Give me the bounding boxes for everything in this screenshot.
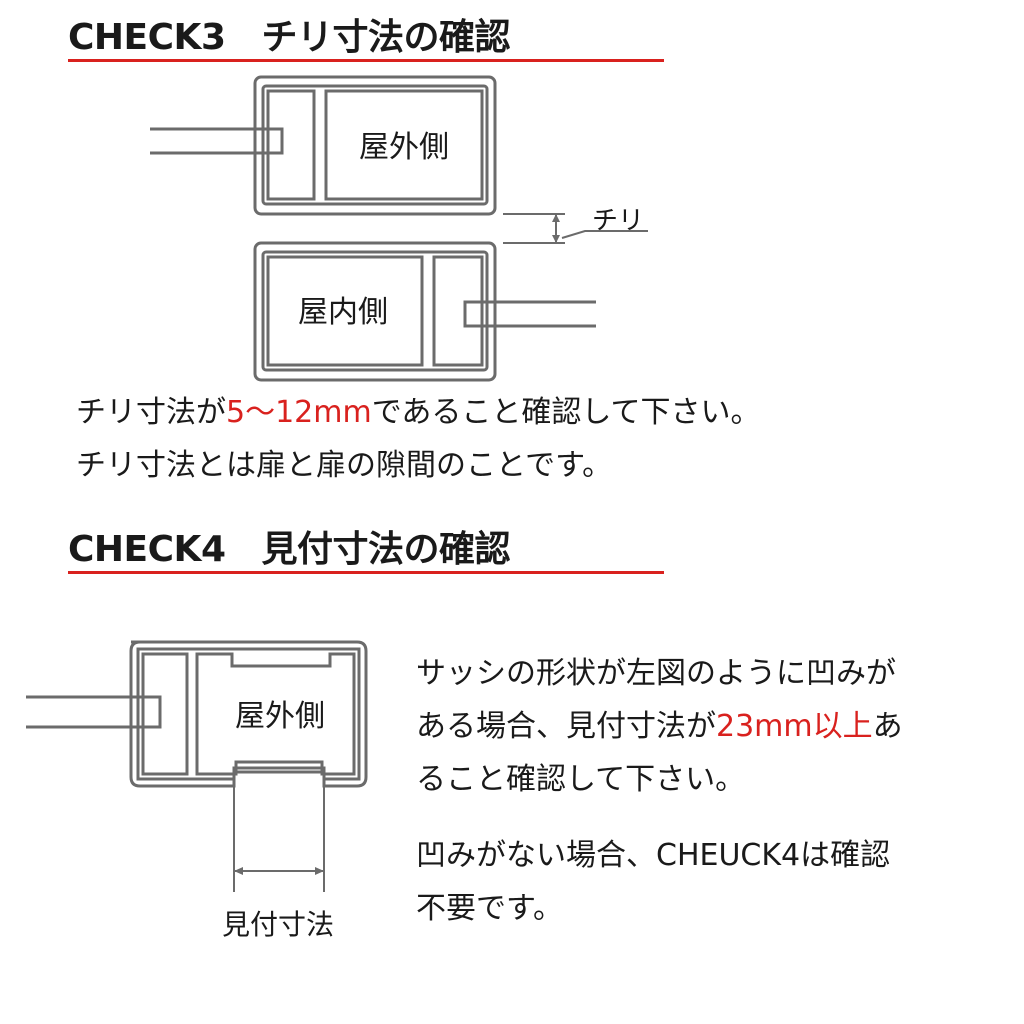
check4-title-underline: [68, 571, 664, 574]
check3-desc-line1-suffix: であること確認して下さい。: [371, 395, 761, 430]
check3-diagram: 屋外側 屋内側 チリ: [150, 75, 648, 382]
outdoor-frame-outer: [253, 75, 497, 216]
indoor-frame-outer: [253, 241, 497, 382]
check3-title-number: CHECK3: [68, 17, 226, 58]
outdoor-side-panel: [266, 89, 316, 201]
check4-desc-line4: 凹みがない場合、CHEUCK4は確認: [416, 838, 891, 873]
check4-note: 凹みがない場合、CHEUCK4は確認 不要です。: [416, 829, 890, 935]
mitsuke-label: 見付寸法: [222, 908, 334, 941]
check3-chiri-range: 5〜12mm: [226, 395, 372, 430]
check4-desc-line1: サッシの形状が左図のように凹みが: [416, 656, 896, 691]
check4-diagram: 屋外側 見付寸法: [26, 640, 368, 941]
sash-glass-panel: [195, 652, 356, 776]
mitsuke-arrow-left: [234, 867, 243, 875]
check4-description: サッシの形状が左図のように凹みが ある場合、見付寸法が23mm以上あ ること確認…: [416, 647, 903, 806]
check3-description: チリ寸法が5〜12mmであること確認して下さい。 チリ寸法とは扉と扉の隙間のこと…: [76, 386, 761, 492]
check3-title: CHECK3 チリ寸法の確認: [68, 17, 511, 58]
outdoor-frame-inner: [261, 84, 489, 206]
check3-title-text: チリ寸法の確認: [261, 17, 511, 58]
check4-desc-line2-prefix: ある場合、見付寸法が: [416, 709, 716, 744]
check4-title-text: 見付寸法の確認: [261, 529, 511, 570]
outdoor-glass-panel: [324, 89, 484, 201]
check4-desc-line3: ること確認して下さい。: [416, 762, 746, 797]
check3-title-underline: [68, 59, 664, 62]
sash-side-panel: [141, 652, 189, 776]
check4-outdoor-label: 屋外側: [235, 699, 325, 734]
indoor-side-panel: [432, 255, 484, 367]
outdoor-label: 屋外側: [359, 130, 449, 165]
check4-mitsuke-min: 23mm以上: [716, 709, 873, 744]
sash-rail: [26, 695, 162, 729]
outdoor-rail: [150, 127, 284, 155]
check4-desc-line5: 不要です。: [416, 891, 563, 926]
indoor-rail: [463, 300, 596, 328]
chiri-arrow-bottom: [552, 235, 560, 243]
check4-title-number: CHECK4: [68, 529, 226, 570]
chiri-label: チリ: [592, 206, 644, 236]
check3-desc-line2: チリ寸法とは扉と扉の隙間のことです。: [76, 448, 613, 483]
check4-title: CHECK4 見付寸法の確認: [68, 529, 511, 570]
chiri-arrow-top: [552, 214, 560, 222]
check4-desc-line2-suffix: あ: [872, 709, 903, 744]
indoor-glass-panel: [266, 255, 424, 367]
sash-outer-frame: [129, 640, 368, 788]
mitsuke-arrow-right: [315, 867, 324, 875]
indoor-label: 屋内側: [298, 295, 388, 330]
check3-desc-line1-prefix: チリ寸法が: [76, 395, 226, 430]
indoor-frame-inner: [261, 250, 489, 372]
chiri-leader-line: [561, 230, 648, 239]
sash-inner-frame: [136, 647, 361, 781]
